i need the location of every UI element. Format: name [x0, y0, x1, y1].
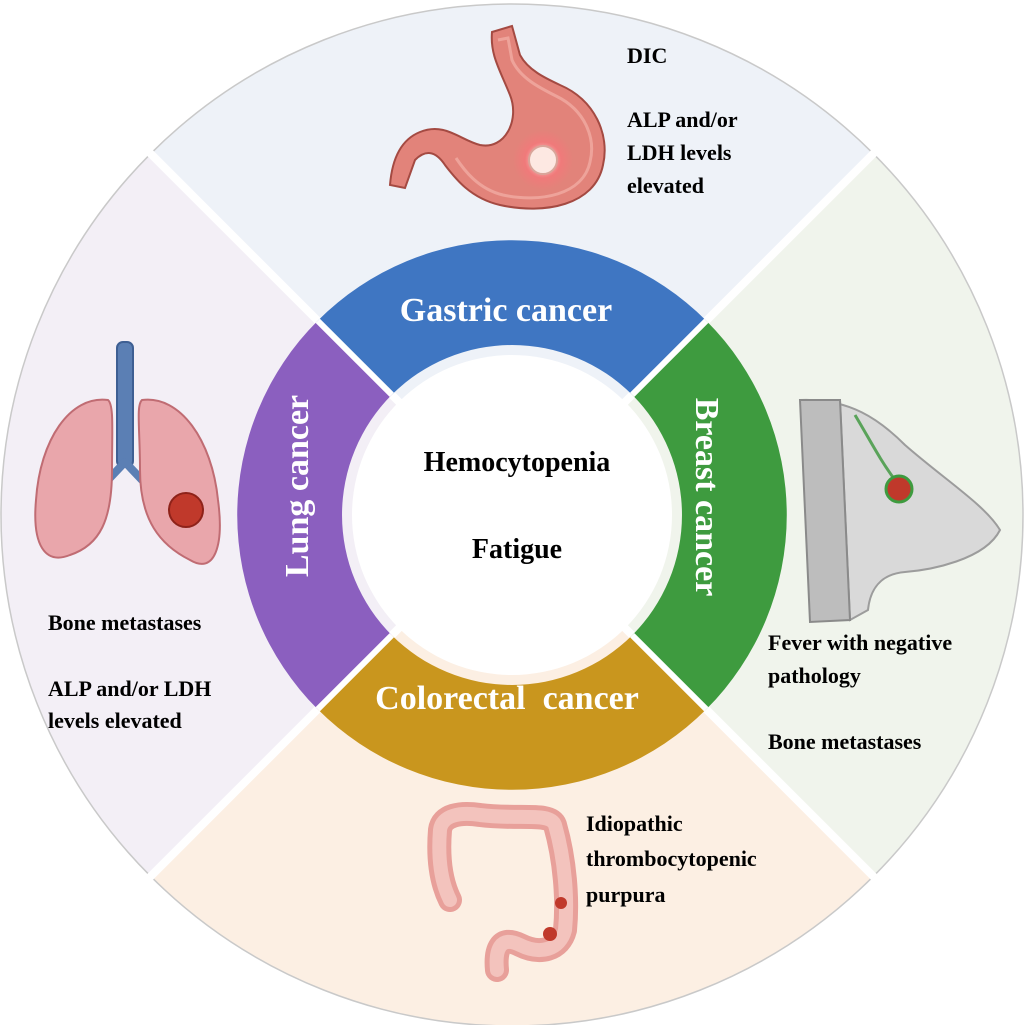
label-breast-cancer: Breast cancer — [688, 398, 725, 597]
breast-note-3: Bone metastases — [768, 729, 922, 754]
gastric-note-4: elevated — [627, 173, 704, 198]
lung-note-1: Bone metastases — [48, 610, 202, 635]
center-symptom-1: Hemocytopenia — [424, 447, 611, 478]
colorectal-note-2: thrombocytopenic — [586, 846, 757, 871]
ring-segment-lung — [237, 320, 392, 710]
breast-tumor-icon — [884, 474, 914, 504]
breast-illustration — [798, 398, 1002, 624]
ring-dividers — [315, 318, 709, 712]
lung-note-3: levels elevated — [48, 708, 182, 733]
colorectal-note-3: purpura — [586, 882, 665, 907]
colorectal-note-1: Idiopathic — [586, 811, 683, 836]
lungs-illustration — [34, 341, 221, 565]
outer-border — [0, 3, 1024, 1025]
breast-note-2: pathology — [768, 663, 861, 688]
stomach-illustration — [388, 24, 606, 210]
breast-note-1: Fever with negative — [768, 630, 952, 655]
lung-note-2: ALP and/or LDH — [48, 676, 211, 701]
breast-notes: Fever with negative pathology Bone metas… — [768, 630, 952, 754]
lung-tumor-icon — [168, 492, 204, 528]
colon-illustration — [427, 801, 579, 982]
colon-tumor-icon-1 — [555, 897, 567, 909]
label-lung-cancer: Lung cancer — [279, 395, 316, 577]
lung-notes: Bone metastases ALP and/or LDH levels el… — [48, 610, 211, 733]
ring-segment-colorectal — [317, 635, 707, 790]
gastric-note-2: ALP and/or — [627, 107, 738, 132]
stomach-tumor-icon — [528, 145, 558, 175]
label-gastric-cancer: Gastric cancer — [400, 292, 612, 329]
ring-segment-gastric — [317, 240, 707, 395]
colon-tumor-icon-2 — [543, 927, 557, 941]
ring-segment-breast — [632, 320, 787, 710]
center-circle — [352, 355, 672, 675]
gastric-note-1: DIC — [627, 43, 667, 68]
gastric-notes: DIC ALP and/or LDH levels elevated — [627, 43, 738, 198]
gastric-note-3: LDH levels — [627, 140, 732, 165]
label-colorectal-cancer: Colorectal cancer — [375, 680, 639, 717]
center-symptom-2: Fatigue — [472, 534, 562, 565]
colorectal-notes: Idiopathic thrombocytopenic purpura — [586, 811, 757, 907]
